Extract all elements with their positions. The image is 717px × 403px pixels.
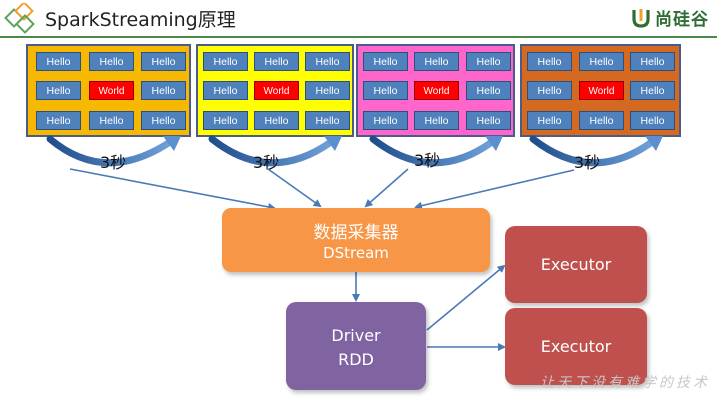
header-rule — [0, 36, 717, 38]
brand-name: 尚硅谷 — [655, 10, 709, 30]
hello-word-cell: Hello — [363, 111, 408, 130]
header: SparkStreaming原理 尚硅谷 — [0, 0, 717, 38]
hello-word-cell: Hello — [141, 111, 186, 130]
hello-word-cell: Hello — [305, 81, 350, 100]
driver-title: Driver — [331, 326, 381, 345]
brand-u-icon — [632, 8, 650, 28]
world-word-cell: World — [414, 81, 459, 100]
arrow-driver-to-executor1 — [426, 264, 506, 331]
hello-word-cell: Hello — [363, 52, 408, 71]
hello-word-cell: Hello — [579, 52, 624, 71]
hello-word-cell: Hello — [89, 111, 134, 130]
arrow-batch3-to-collector — [364, 168, 409, 208]
interval-label-4: 3秒 — [574, 153, 601, 172]
hello-word-cell: Hello — [363, 81, 408, 100]
interval-label-2: 3秒 — [253, 153, 280, 172]
page-title: SparkStreaming原理 — [45, 9, 236, 31]
hello-word-cell: Hello — [141, 81, 186, 100]
hello-word-cell: Hello — [527, 52, 572, 71]
collector-subtitle: DStream — [323, 244, 389, 262]
hello-word-cell: Hello — [466, 52, 511, 71]
hello-word-cell: Hello — [305, 52, 350, 71]
collector-title: 数据采集器 — [313, 223, 399, 243]
hello-word-cell: Hello — [466, 81, 511, 100]
hello-word-cell: Hello — [414, 111, 459, 130]
brand-logo: 尚硅谷 — [631, 5, 709, 30]
world-word-cell: World — [89, 81, 134, 100]
hello-word-cell: Hello — [305, 111, 350, 130]
arrow-batch4-to-collector — [414, 169, 575, 210]
hello-word-cell: Hello — [254, 52, 299, 71]
hello-word-cell: Hello — [36, 52, 81, 71]
executor-box-2: Executor — [505, 308, 647, 385]
hello-word-cell: Hello — [203, 52, 248, 71]
data-collector-box: 数据采集器 DStream — [222, 208, 490, 272]
hello-word-cell: Hello — [89, 52, 134, 71]
hello-word-cell: Hello — [630, 111, 675, 130]
interval-label-3: 3秒 — [414, 151, 441, 170]
hello-word-cell: Hello — [579, 111, 624, 130]
hello-word-cell: Hello — [203, 81, 248, 100]
hello-word-cell: Hello — [414, 52, 459, 71]
driver-subtitle: RDD — [338, 350, 374, 369]
interval-label-1: 3秒 — [100, 153, 127, 172]
driver-box: Driver RDD — [286, 302, 426, 390]
hello-word-cell: Hello — [254, 111, 299, 130]
logo-diamonds-icon — [4, 3, 35, 34]
hello-word-cell: Hello — [36, 81, 81, 100]
world-word-cell: World — [579, 81, 624, 100]
hello-word-cell: Hello — [630, 52, 675, 71]
arrow-batch1-to-collector — [69, 168, 276, 211]
hello-word-cell: Hello — [466, 111, 511, 130]
hello-word-cell: Hello — [527, 81, 572, 100]
watermark: 让天下没有难学的技术 — [540, 375, 710, 391]
arrow-batch2-to-collector — [267, 168, 322, 208]
executor-box-1: Executor — [505, 226, 647, 303]
hello-word-cell: Hello — [203, 111, 248, 130]
hello-word-cell: Hello — [36, 111, 81, 130]
hello-word-cell: Hello — [630, 81, 675, 100]
world-word-cell: World — [254, 81, 299, 100]
hello-word-cell: Hello — [527, 111, 572, 130]
hello-word-cell: Hello — [141, 52, 186, 71]
